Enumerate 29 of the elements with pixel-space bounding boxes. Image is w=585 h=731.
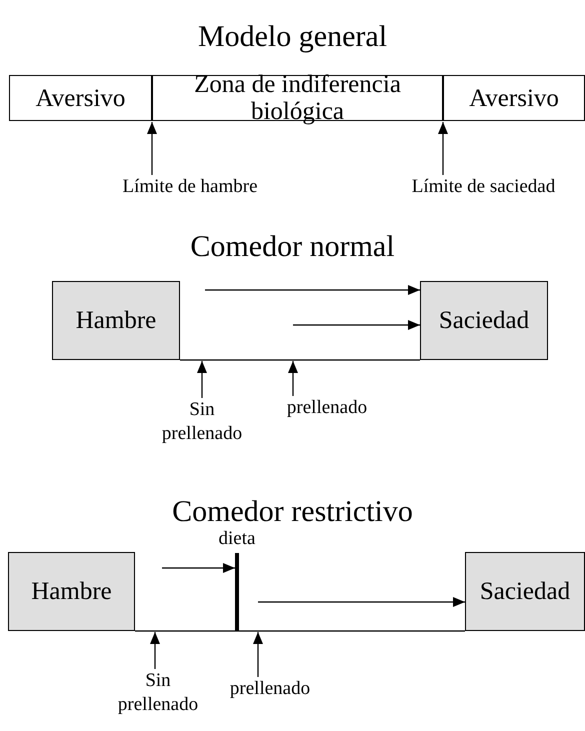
zone-box: Aversivo (443, 75, 585, 121)
state-box: Hambre (8, 552, 135, 631)
annotation-text: prellenado (218, 677, 322, 701)
arrow (293, 320, 420, 330)
arrow (197, 361, 207, 398)
arrow (438, 122, 448, 175)
annotation-text: Sin prellenado (106, 669, 210, 717)
arrow (147, 122, 157, 175)
state-box: Saciedad (420, 281, 548, 360)
annotation-text: Límite de saciedad (382, 175, 585, 199)
annotation-text: Límite de hambre (100, 175, 280, 199)
section-heading: Comedor normal (190, 230, 395, 263)
arrow (253, 632, 263, 677)
zone-box: Aversivo (9, 75, 152, 121)
state-box: Hambre (52, 281, 180, 360)
bar-label: dieta (218, 528, 256, 549)
arrow (205, 285, 420, 295)
arrow (288, 361, 298, 396)
section-heading: Modelo general (198, 20, 388, 53)
barrier-bar (235, 553, 239, 631)
section-heading: Comedor restrictivo (172, 495, 413, 528)
annotation-text: prellenado (275, 396, 379, 420)
annotation-text: Sin prellenado (150, 398, 254, 446)
arrow (150, 632, 160, 669)
baseline (180, 359, 420, 361)
state-box: Saciedad (465, 552, 585, 631)
arrow (162, 563, 235, 573)
baseline (135, 630, 465, 632)
arrow (258, 597, 465, 607)
